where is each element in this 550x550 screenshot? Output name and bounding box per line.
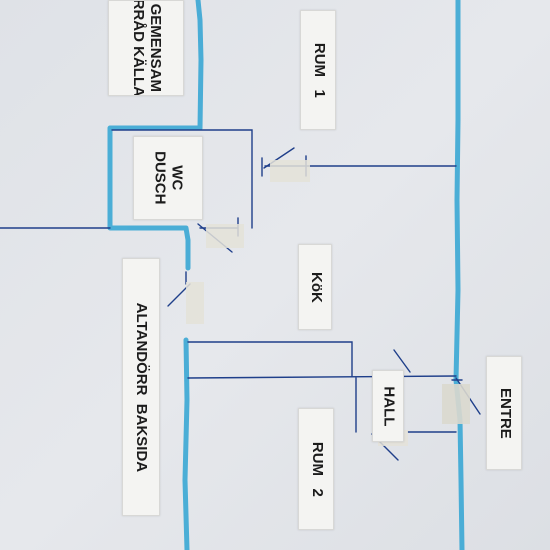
interior-walls <box>0 129 457 433</box>
label-wc-dusch: WC DUSCH <box>133 136 203 220</box>
label-entre-text: ENTRE <box>496 387 514 439</box>
hall-door-top <box>393 349 411 373</box>
label-hall-text: HALL <box>380 385 398 426</box>
label-kok: KöK <box>298 244 332 330</box>
front-wall <box>453 0 465 550</box>
exterior-walls <box>107 0 465 550</box>
label-wc-dusch-text: WC DUSCH <box>152 151 186 205</box>
label-rum1: RUM 1 <box>300 10 336 130</box>
wc-partition <box>111 129 253 229</box>
label-rum1-text: RUM 1 <box>310 42 328 98</box>
rum1-door <box>263 147 295 169</box>
label-hall: HALL <box>372 370 404 442</box>
label-gemensam-forrad: GEMENSAM FÖRRÅD KÄLLARE <box>108 0 184 96</box>
label-gemensam-forrad-text: GEMENSAM FÖRRÅD KÄLLARE <box>130 0 164 96</box>
hall-long-wall <box>187 375 457 379</box>
bathroom-wall <box>107 125 203 271</box>
storage-wall <box>195 0 204 131</box>
label-entre: ENTRE <box>486 356 522 470</box>
label-rum2: RUM 2 <box>298 408 334 530</box>
tape-pieces <box>186 160 470 446</box>
back-wall-lower <box>182 337 190 550</box>
label-rum2-text: RUM 2 <box>308 441 326 497</box>
label-altandorr: ALTANDÖRR BAKSIDA <box>122 258 160 516</box>
hall-upper-wall <box>187 341 353 377</box>
label-kok-text: KöK <box>307 271 325 303</box>
label-altandorr-text: ALTANDÖRR BAKSIDA <box>133 302 151 472</box>
